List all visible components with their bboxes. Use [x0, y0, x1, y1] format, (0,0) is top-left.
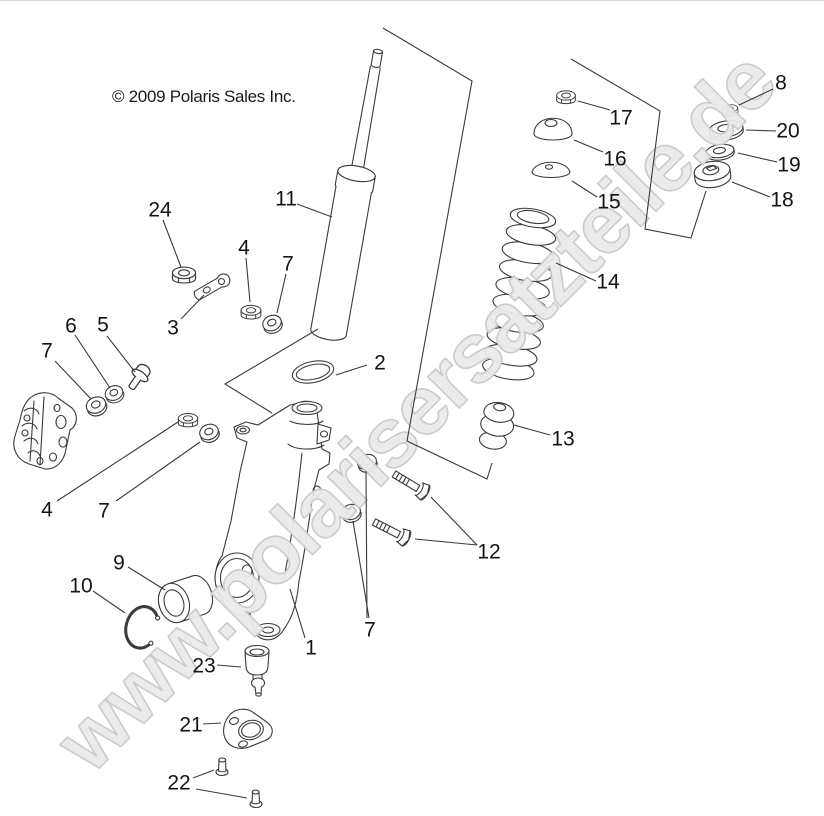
- leader-isolator-bushing: [731, 181, 771, 198]
- screw-22-upper: [215, 757, 229, 777]
- caliper-bracket: [13, 392, 77, 470]
- assembly-pointer: [223, 328, 319, 414]
- leader-nut: [577, 100, 611, 111]
- mounting-flange: [223, 708, 273, 749]
- washer-20: [708, 120, 744, 141]
- leader-shock-absorber: [296, 203, 333, 218]
- coil-spring: [482, 207, 557, 381]
- leader-bolt: [106, 335, 136, 373]
- spring-assembly-bracket: [382, 27, 493, 480]
- washer-19: [705, 143, 735, 161]
- leader-nut: [56, 421, 179, 502]
- leader-washer: [115, 441, 201, 502]
- clamp: [193, 273, 231, 301]
- leader-washer: [276, 273, 287, 314]
- leader-screw: [195, 788, 248, 799]
- leader-screw: [192, 769, 215, 779]
- leader-washer: [54, 360, 92, 400]
- top-mount-bracket: [570, 58, 707, 239]
- bolt-5: [128, 363, 151, 391]
- leader-nut: [245, 257, 251, 303]
- spring-retainer: [531, 161, 571, 179]
- leader-ball-joint: [216, 664, 242, 668]
- bolt-12-upper: [391, 470, 431, 501]
- shock-absorber: [310, 48, 384, 341]
- copyright-text: © 2009 Polaris Sales Inc.: [112, 87, 296, 106]
- leader-washer: [352, 520, 370, 619]
- leader-snap-ring: [92, 590, 126, 614]
- leader-bushing: [127, 566, 166, 591]
- seal-ring: [291, 360, 335, 384]
- leader-bolt: [430, 496, 478, 546]
- isolator-bushing: [693, 160, 732, 189]
- leader-mounting-flange: [202, 722, 222, 725]
- leader-washer: [745, 129, 777, 132]
- leader-dome-cap: [573, 139, 604, 153]
- leader-washer: [74, 334, 111, 389]
- ball-joint: [244, 644, 270, 697]
- leader-clamp: [180, 294, 205, 320]
- dome-cap: [533, 117, 573, 141]
- leader-bolt: [414, 538, 478, 546]
- leader-coil-spring: [555, 262, 597, 282]
- snap-ring: [124, 605, 161, 650]
- bolt-12-lower: [371, 518, 412, 547]
- leader-strut-housing: [289, 588, 306, 639]
- strut-housing: [214, 400, 332, 641]
- screw-22-lower: [249, 789, 263, 809]
- leader-seal-ring: [335, 364, 368, 376]
- leader-nut: [162, 219, 182, 268]
- bushing-9: [157, 574, 214, 624]
- leader-nut: [738, 88, 774, 106]
- leader-washer: [365, 470, 368, 619]
- leader-spring-retainer: [571, 180, 598, 198]
- leader-bump-stop: [513, 424, 551, 436]
- bump-stop: [478, 402, 515, 450]
- leader-washer: [737, 152, 778, 163]
